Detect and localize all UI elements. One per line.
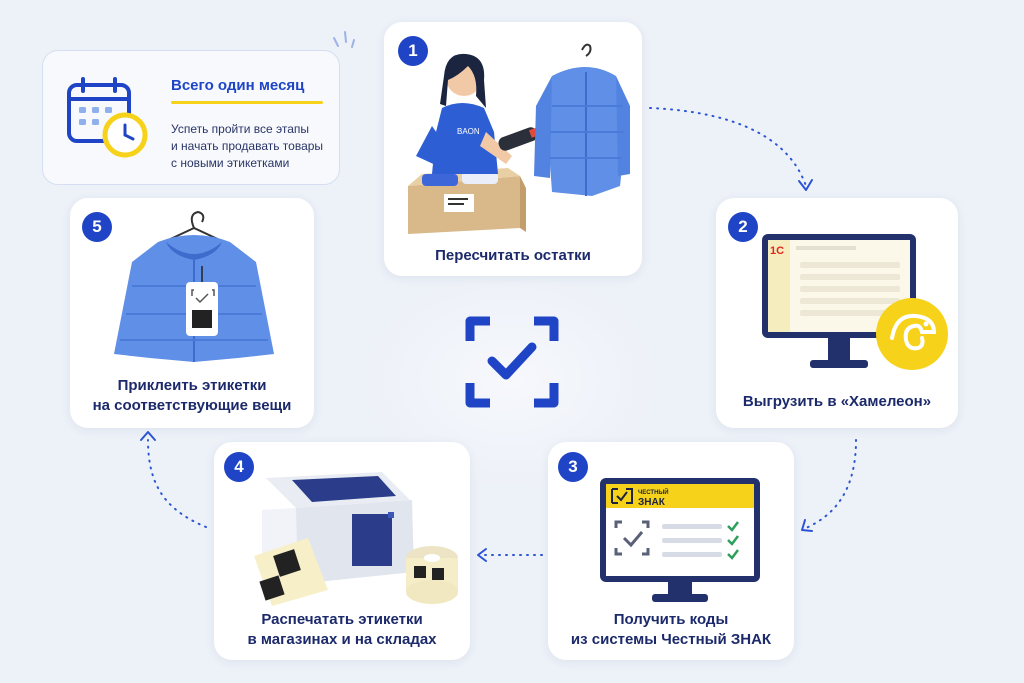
label-printer-illustration: [254, 472, 458, 606]
person-scanning-jacket-illustration: BAON: [408, 43, 630, 234]
step-1-card: 1 BAON Пересчитать остатки: [384, 22, 642, 276]
step-2-label: Выгрузить в «Хамелеон»: [742, 393, 932, 410]
arrow-2-to-3: [805, 439, 857, 529]
svg-text:BAON: BAON: [457, 127, 480, 136]
arrowhead-2: [801, 519, 813, 532]
step-3-label: Получить коды из системы Честный ЗНАК: [570, 611, 772, 648]
info-underline: [171, 101, 323, 104]
info-card: Всего один месяц Успеть пройти все этапы…: [42, 50, 340, 185]
step-5-label: Приклеить этикетки на соответствующие ве…: [92, 377, 292, 414]
svg-text:ЧЕСТНЫЙ: ЧЕСТНЫЙ: [638, 488, 669, 496]
arrow-4-to-5: [147, 439, 207, 528]
svg-text:ЗНАК: ЗНАК: [638, 497, 666, 508]
arrowhead-1: [798, 179, 813, 191]
monitor-1c-chameleon-illustration: 1С: [762, 234, 948, 370]
jacket-with-tag-illustration: [114, 210, 274, 362]
arrow-1-to-2: [649, 107, 807, 187]
info-title: Всего один месяц: [171, 77, 305, 94]
calendar-clock-icon: [67, 77, 148, 158]
center-check-scan-icon: [465, 316, 559, 408]
step-1-label: Пересчитать остатки: [435, 247, 591, 264]
svg-text:1С: 1С: [770, 245, 784, 257]
step-2-badge: 2: [728, 212, 758, 242]
step-4-label: Распечатать этикетки в магазинах и на ск…: [247, 611, 437, 648]
info-description: Успеть пройти все этапы и начать продава…: [171, 122, 324, 170]
step-3-badge: 3: [558, 452, 588, 482]
step-4-badge: 4: [224, 452, 254, 482]
arrowhead-4: [140, 431, 156, 441]
step-5-badge: 5: [82, 212, 112, 242]
monitor-chestny-znak-illustration: ЧЕСТНЫЙ ЗНАК: [600, 478, 760, 602]
step-3-card: 3 ЧЕСТНЫЙ ЗНАК Получить коды из системы …: [548, 442, 794, 660]
step-1-badge: 1: [398, 36, 428, 66]
step-5-card: 5 Приклеить этикетки на соответствующие …: [70, 198, 314, 428]
step-2-card: 2 1С Выгрузить в «Хамелеон»: [716, 198, 958, 428]
arrowhead-3: [477, 548, 487, 562]
step-4-card: 4 Распечатать этикетки в магазинах и на …: [214, 442, 470, 660]
